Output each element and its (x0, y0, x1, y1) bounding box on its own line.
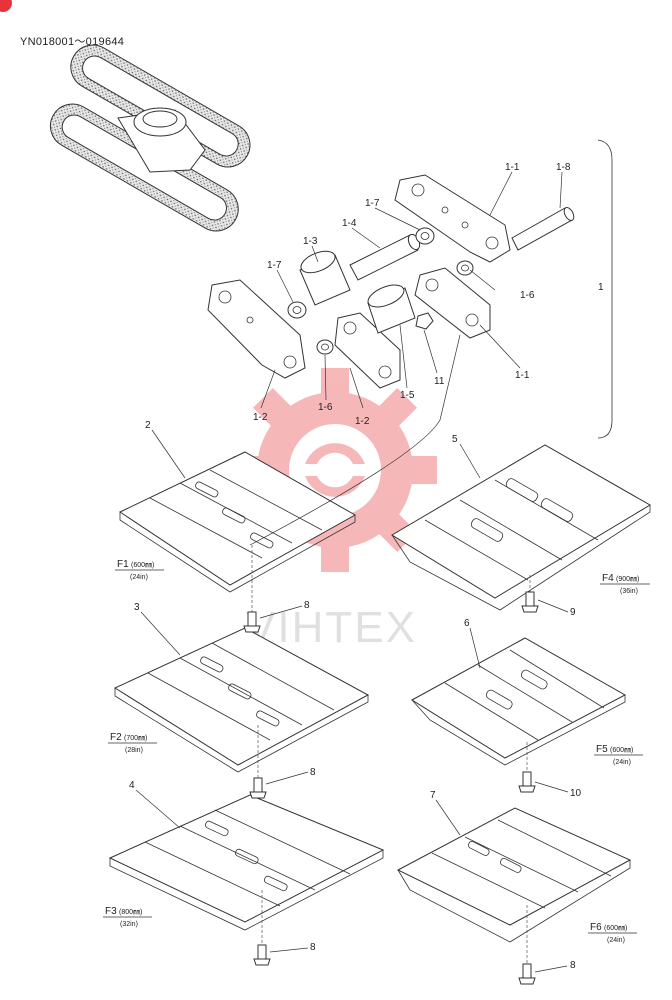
shoe-f5-mm: (600㎜) (610, 747, 633, 754)
label-1-2-outer: 1-2 (253, 412, 268, 423)
label-1-5: 1-5 (400, 390, 415, 401)
label-5: 5 (452, 434, 458, 445)
shoe-f6 (396, 807, 632, 943)
label-1-1-upper: 1-1 (505, 162, 520, 173)
shoe-f3-code: F3 (105, 906, 117, 917)
assembly-bracket (597, 139, 613, 439)
shoe-label-f1: F1 (600㎜) (24in) (115, 559, 164, 581)
undercarriage-overview (49, 44, 251, 232)
shoe-label-f3: F3 (800㎜) (32in) (103, 906, 152, 928)
shoe-f3-mm: (800㎜) (119, 909, 142, 916)
shoe-f6-mm: (600㎜) (604, 925, 627, 932)
label-9: 9 (570, 607, 576, 618)
shoe-f4-code: F4 (602, 573, 614, 584)
label-1-6-right: 1-6 (520, 290, 535, 301)
shoe-f4-mm: (900㎜) (616, 576, 639, 583)
shoe-label-f2: F2 (700㎜) (28in) (108, 732, 157, 754)
label-8-f1: 8 (304, 600, 310, 611)
shoe-f3 (108, 794, 385, 931)
label-2: 2 (145, 420, 151, 431)
label-1-6-left: 1-6 (318, 402, 333, 413)
label-assembly: 1 (598, 282, 604, 293)
shoe-f1-inch: (24in) (130, 574, 148, 581)
shoe-f3-inch: (32in) (120, 921, 138, 928)
label-1-3: 1-3 (303, 236, 318, 247)
label-1-7-left: 1-7 (267, 260, 282, 271)
label-1-2-inner: 1-2 (355, 416, 370, 427)
shoe-f6-code: F6 (590, 922, 602, 933)
shoe-label-f4: F4 (900㎜) (36in) (600, 573, 650, 595)
label-1-1-lower: 1-1 (515, 370, 530, 381)
shoe-f1 (118, 451, 357, 593)
label-3: 3 (134, 602, 140, 613)
shoe-label-f6: F6 (600㎜) (24in) (588, 922, 637, 944)
shoe-f6-inch: (24in) (607, 937, 625, 944)
shoe-f1-code: F1 (117, 559, 129, 570)
leader-lines (135, 171, 569, 973)
label-10: 10 (570, 788, 582, 799)
shoe-f5-inch: (24in) (613, 759, 631, 766)
shoe-f2-code: F2 (110, 732, 122, 743)
shoe-f2 (113, 627, 370, 773)
label-1-4: 1-4 (342, 218, 357, 229)
corner-badge (0, 0, 12, 12)
label-6: 6 (464, 618, 470, 629)
shoe-f2-inch: (28in) (125, 747, 143, 754)
shoe-f1-mm: (600㎜) (131, 562, 154, 569)
shoe-f4 (391, 444, 651, 611)
label-8-f6: 8 (570, 960, 576, 971)
label-4: 4 (129, 780, 135, 791)
serial-range: YN018001～019644 (20, 36, 125, 48)
track-link-assembly (207, 174, 575, 389)
label-8-f3: 8 (310, 942, 316, 953)
shoe-label-f5: F5 (600㎜) (24in) (594, 744, 643, 766)
label-1-8: 1-8 (556, 162, 571, 173)
bolts (243, 545, 539, 985)
label-8-f2: 8 (310, 767, 316, 778)
label-1-7-right: 1-7 (365, 198, 380, 209)
shoe-f5 (411, 637, 627, 766)
label-11: 11 (434, 376, 445, 387)
shoe-f4-inch: (36in) (620, 588, 638, 595)
shoe-f2-mm: (700㎜) (124, 735, 147, 742)
label-7: 7 (430, 790, 436, 801)
shoe-f5-code: F5 (596, 744, 608, 755)
